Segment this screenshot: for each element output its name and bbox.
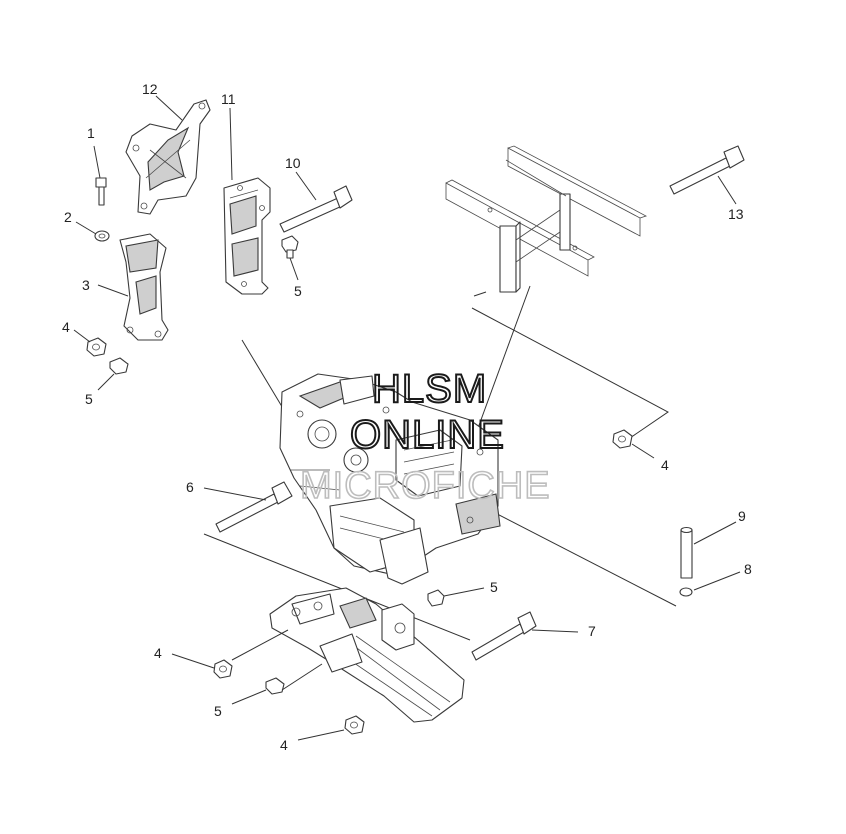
part-1-bolt <box>95 177 107 206</box>
leader-lines <box>73 95 741 741</box>
part-9-pin <box>680 526 693 579</box>
part-4-nut-d <box>344 715 365 735</box>
callout-11: 11 <box>221 91 236 107</box>
part-12-mount-plate <box>125 99 211 215</box>
part-4-nut-a <box>86 337 107 357</box>
part-2-washer <box>94 230 110 242</box>
watermark-line-1: HLSM <box>372 367 487 411</box>
part-4-nut-c <box>213 659 233 679</box>
watermark: MICROFICHE HLSM ONLINE <box>299 366 551 508</box>
watermark-line-3: MICROFICHE <box>300 465 551 507</box>
callout-5: 5 <box>85 391 93 407</box>
callout-4: 4 <box>62 319 70 335</box>
callout-7: 7 <box>588 623 596 639</box>
callout-8: 8 <box>744 561 752 577</box>
part-5-bolt-d <box>265 677 285 695</box>
callout-6: 6 <box>186 479 194 495</box>
watermark-line-2: ONLINE <box>350 413 505 457</box>
callout-5: 5 <box>214 703 222 719</box>
callout-12: 12 <box>142 81 158 97</box>
callout-3: 3 <box>82 277 90 293</box>
lower-mount-assembly <box>269 587 465 723</box>
callout-5: 5 <box>490 579 498 595</box>
callout-13: 13 <box>728 206 744 222</box>
part-6-long-bolt <box>215 481 293 533</box>
part-11-mount-bracket <box>223 177 271 295</box>
part-5-bolt-c <box>427 589 445 607</box>
part-13-long-bolt <box>669 145 745 195</box>
callout-2: 2 <box>64 209 72 225</box>
part-5-bolt-a <box>109 357 129 375</box>
callout-5: 5 <box>294 283 302 299</box>
callout-1: 1 <box>87 125 95 141</box>
part-7-long-bolt <box>471 611 537 661</box>
part-4-nut-b <box>612 429 633 449</box>
callout-10: 10 <box>285 155 301 171</box>
engine-assembly <box>279 373 501 585</box>
part-8-washer <box>679 587 693 597</box>
part-5-bolt-b <box>281 235 299 259</box>
callout-9: 9 <box>738 508 746 524</box>
callout-4: 4 <box>154 645 162 661</box>
part-3-mount-bracket <box>119 233 169 341</box>
callout-4: 4 <box>661 457 669 473</box>
callout-4: 4 <box>280 737 288 753</box>
callout-labels: 1 2 3 4 5 12 11 10 5 13 4 6 9 8 5 7 4 5 … <box>62 81 752 753</box>
part-10-long-bolt <box>279 185 353 233</box>
frame-section <box>445 145 648 293</box>
